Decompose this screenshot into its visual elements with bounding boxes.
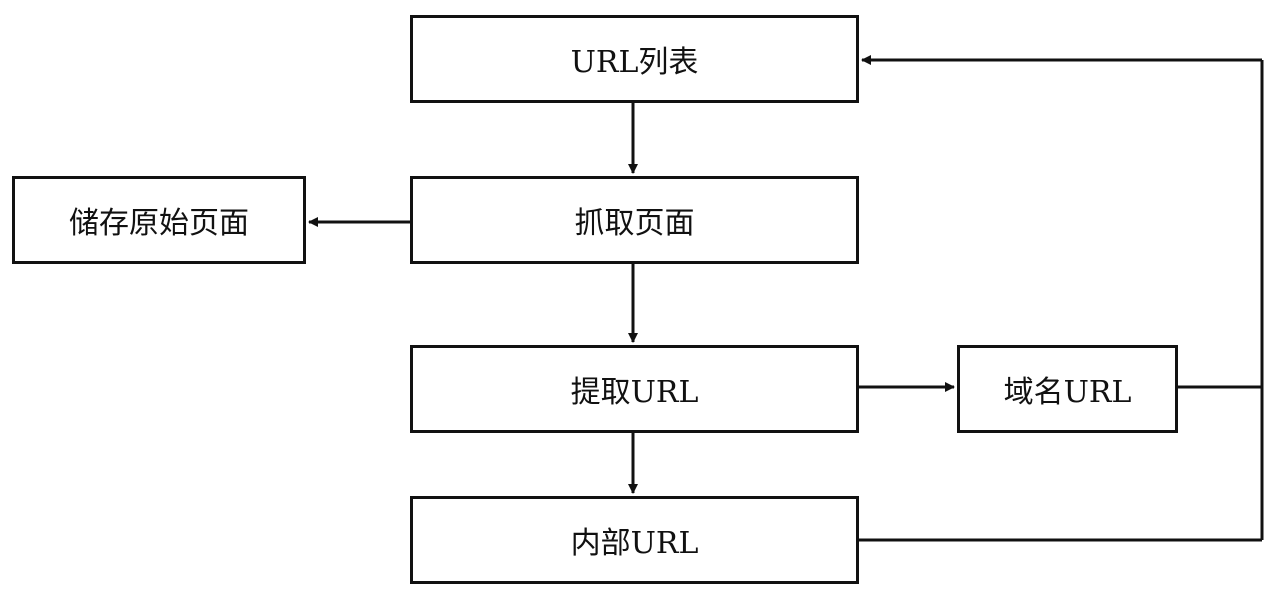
node-store-raw-page: 储存原始页面 xyxy=(12,176,306,264)
node-fetch-page-label: 抓取页面 xyxy=(574,206,695,241)
node-internal-url: 内部URL xyxy=(410,496,859,584)
node-extract-url: 提取URL xyxy=(410,345,859,433)
node-extract-url-label: 提取URL xyxy=(570,375,699,410)
node-domain-url-label: 域名URL xyxy=(1003,375,1132,410)
node-fetch-page: 抓取页面 xyxy=(410,176,859,264)
node-url-list: URL列表 xyxy=(410,15,859,103)
node-store-raw-page-label: 储存原始页面 xyxy=(69,206,249,241)
node-domain-url: 域名URL xyxy=(957,345,1178,433)
node-internal-url-label: 内部URL xyxy=(570,526,699,561)
node-url-list-label: URL列表 xyxy=(570,45,699,80)
